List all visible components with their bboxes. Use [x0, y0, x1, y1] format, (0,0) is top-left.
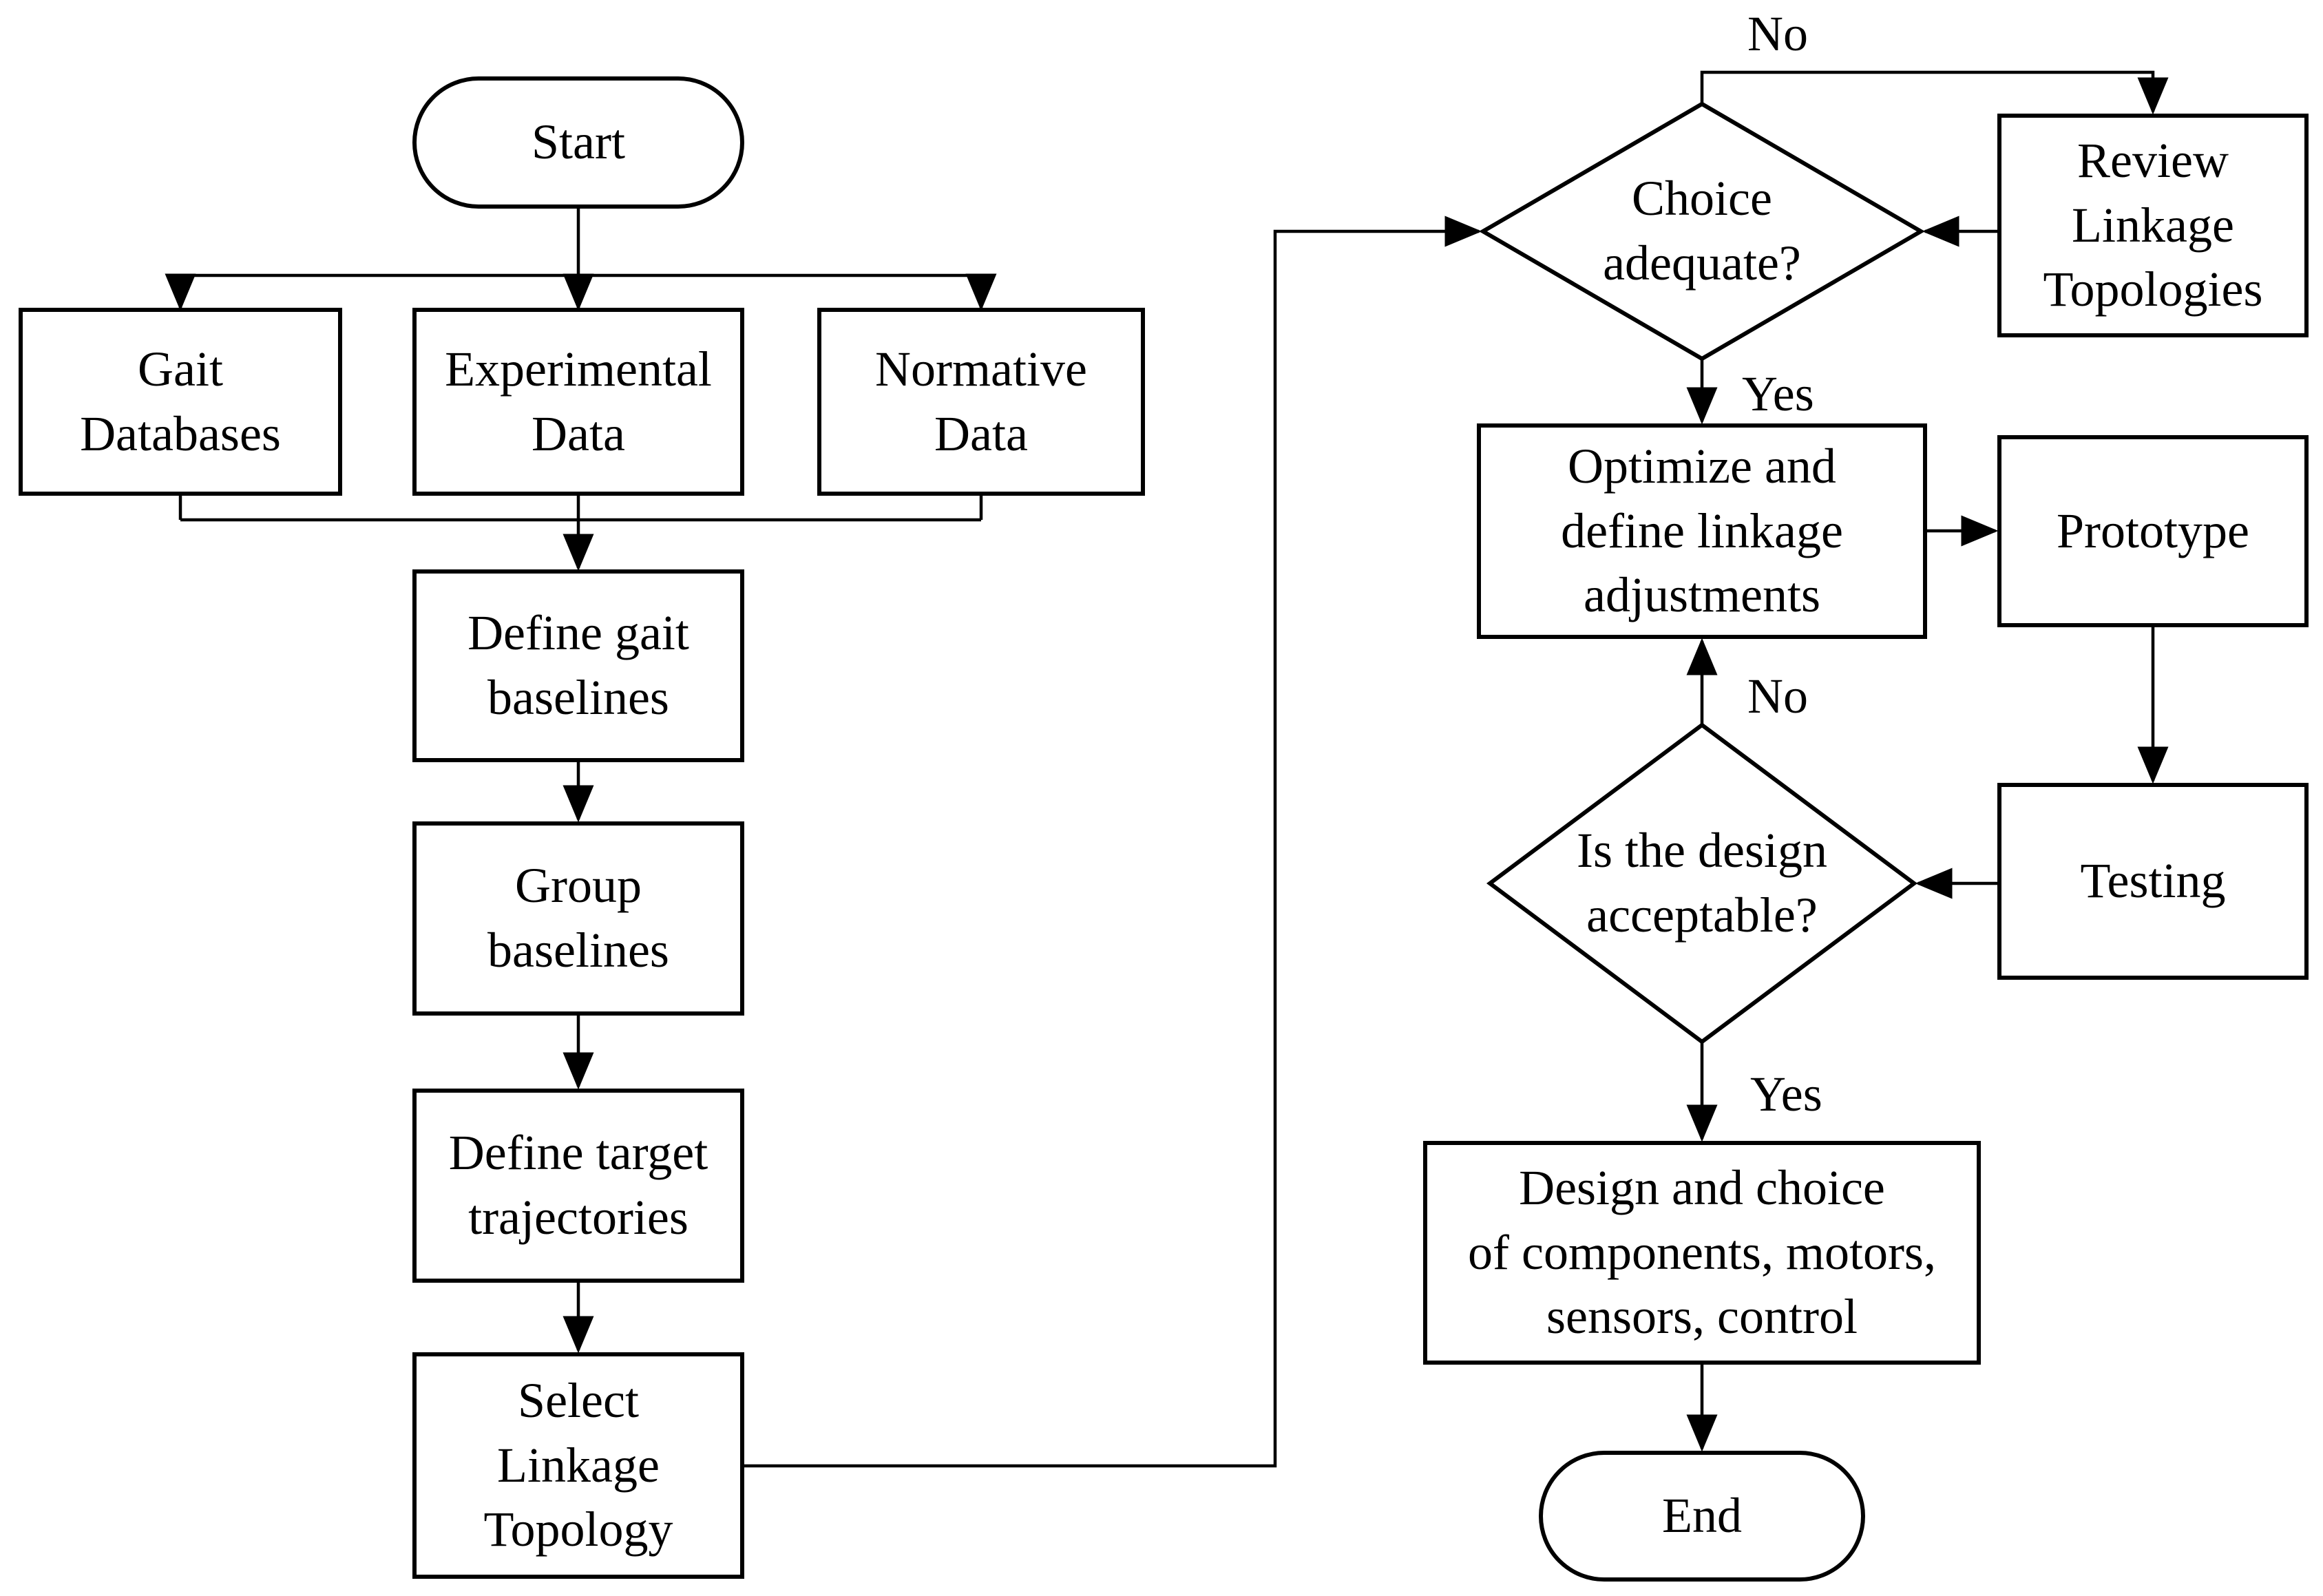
review-linkage-topologies-shape: [1997, 114, 2309, 337]
gait-databases-label: Gait Databases: [80, 341, 281, 461]
optimize-linkage-shape: [1477, 423, 1927, 639]
experimental-data-label: Experimental Data: [445, 341, 712, 461]
design-components-label: Design and choice of components, motors,…: [1468, 1160, 1936, 1345]
normative-data-shape: [817, 308, 1145, 496]
define-gait-baselines-shape: [412, 569, 744, 762]
gait-databases-shape: [19, 308, 342, 496]
define-gait-baselines-label: Define gait baselines: [467, 605, 689, 725]
choice-yes-edge-label: Yes: [1742, 366, 1814, 421]
node-shapes: [19, 76, 2309, 1582]
select-linkage-topology-shape: [412, 1352, 744, 1579]
design-acceptable-label: Is the design acceptable?: [1577, 823, 1827, 943]
experimental-data-shape: [412, 308, 744, 496]
choice-adequate-label: Choice adequate?: [1603, 171, 1801, 291]
start-terminator-shape: [412, 76, 744, 209]
edges: [165, 70, 2169, 1468]
normative-data-label: Normative Data: [875, 341, 1087, 461]
choice-no-edge-label: No: [1747, 6, 1808, 61]
end-terminator-shape: [1539, 1451, 1865, 1582]
review-linkage-topologies-label: Review Linkage Topologies: [2043, 133, 2263, 317]
group-baselines-shape: [412, 821, 744, 1016]
prototype-label: Prototype: [2057, 503, 2249, 558]
testing-label: Testing: [2080, 853, 2226, 909]
design-yes-edge-label: Yes: [1750, 1067, 1822, 1122]
edge-select-to-choice: [742, 216, 1482, 1468]
define-target-trajectories-label: Define target trajectories: [448, 1125, 708, 1245]
select-linkage-topology-label: Select Linkage Topology: [483, 1373, 673, 1557]
choice-adequate-diamond-shape: [1479, 101, 1925, 361]
start-label: Start: [532, 114, 625, 170]
optimize-linkage-label: Optimize and define linkage adjustments: [1561, 439, 1843, 623]
group-baselines-label: Group baselines: [487, 858, 669, 978]
testing-shape: [1997, 783, 2309, 980]
define-target-trajectories-shape: [412, 1089, 744, 1283]
design-no-edge-label: No: [1747, 669, 1808, 724]
edge-choice-no-to-review: [1700, 70, 2169, 115]
prototype-shape: [1997, 435, 2309, 627]
end-label: End: [1662, 1488, 1742, 1544]
design-acceptable-diamond-shape: [1486, 722, 1918, 1044]
design-components-shape: [1423, 1141, 1981, 1365]
